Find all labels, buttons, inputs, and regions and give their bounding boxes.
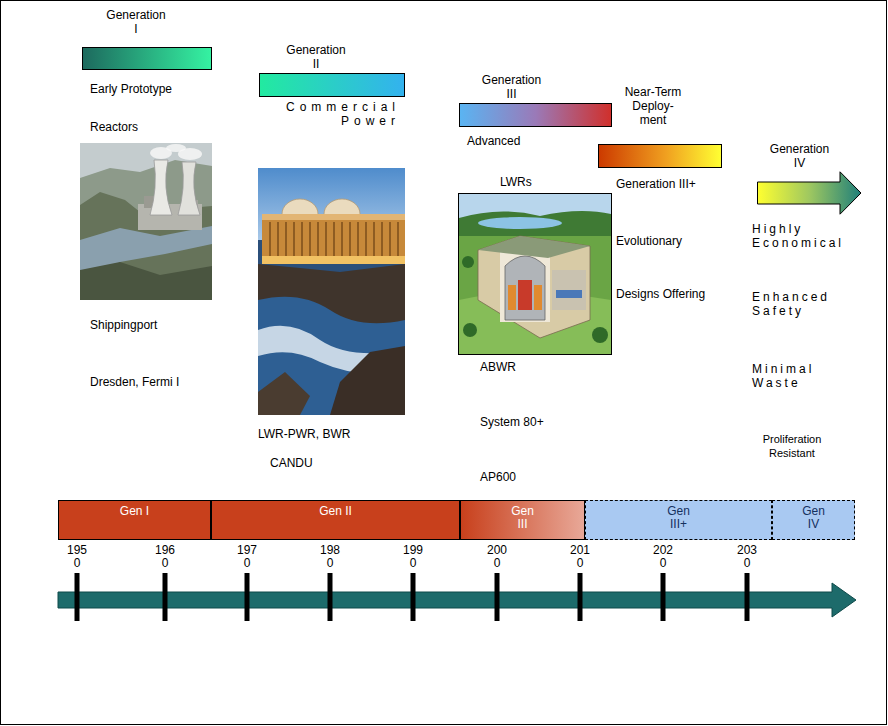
goal-text: Highly Economical xyxy=(752,222,856,250)
generation-heading: Generation III xyxy=(479,73,545,101)
timeline-segment: Gen III+ xyxy=(585,500,772,540)
generation-heading: Generation I xyxy=(103,8,169,36)
advanced-plant-illustration xyxy=(459,194,612,355)
goal-text: Minimal Waste xyxy=(752,362,844,390)
descriptor-text: Reactors xyxy=(90,120,138,134)
generation-bar: Generation II xyxy=(259,73,405,97)
generation-bar: Generation III xyxy=(459,103,612,127)
goal-text: Proliferation Resistant xyxy=(748,432,836,460)
year-label: 1970 xyxy=(235,544,259,570)
timeline-segment: Gen II xyxy=(211,500,460,540)
descriptor-text: Generation III+ xyxy=(616,177,696,191)
reactor-name: LWR-PWR, BWR xyxy=(258,427,350,441)
year-label: 1980 xyxy=(318,544,342,570)
time-axis xyxy=(58,573,856,621)
timeline-segment: Gen I xyxy=(58,500,211,540)
generation-heading: Generation IV xyxy=(764,142,836,170)
generation-heading: Near-Term Deploy- ment xyxy=(622,85,684,127)
segment-label: Gen I xyxy=(118,505,152,518)
generation-bar: Near-Term Deploy- ment xyxy=(598,144,722,168)
segment-label: Gen IV xyxy=(797,505,831,531)
descriptor-text: Evolutionary xyxy=(616,234,682,248)
year-label: 2010 xyxy=(568,544,592,570)
reactor-name: AP600 xyxy=(480,470,516,484)
year-label: 2020 xyxy=(651,544,675,570)
reactor-name: Shippingport xyxy=(90,318,157,332)
timeline-segment: Gen III xyxy=(460,500,585,540)
reactor-name: CANDU xyxy=(270,456,313,470)
segment-label: Gen III xyxy=(506,505,540,531)
year-label: 2030 xyxy=(735,544,759,570)
descriptor-text: LWRs xyxy=(500,175,532,189)
commercial-plant-photo xyxy=(258,168,405,415)
year-label: 1990 xyxy=(401,544,425,570)
reactor-name: Dresden, Fermi I xyxy=(90,375,179,389)
reactor-name: ABWR xyxy=(480,360,516,374)
descriptor-text: Commercial Power xyxy=(274,100,400,128)
arrow-shape xyxy=(757,171,862,215)
descriptor-text: Early Prototype xyxy=(90,82,172,96)
timeline-segment: Gen IV xyxy=(772,500,855,540)
year-label: 1960 xyxy=(153,544,177,570)
segment-label: Gen III+ xyxy=(662,505,696,531)
descriptor-text: Advanced xyxy=(467,134,520,148)
reactor-name: System 80+ xyxy=(480,415,544,429)
generation-bar: Generation I xyxy=(82,47,212,70)
shippingport-photo xyxy=(80,143,212,300)
year-label: 2000 xyxy=(485,544,509,570)
generation-arrow: Generation IV xyxy=(757,171,862,215)
descriptor-text: Designs Offering xyxy=(616,287,705,301)
generation-heading: Generation II xyxy=(283,43,349,71)
goal-text: Enhanced Safety xyxy=(752,290,856,318)
year-label: 1950 xyxy=(65,544,89,570)
segment-label: Gen II xyxy=(319,505,353,518)
